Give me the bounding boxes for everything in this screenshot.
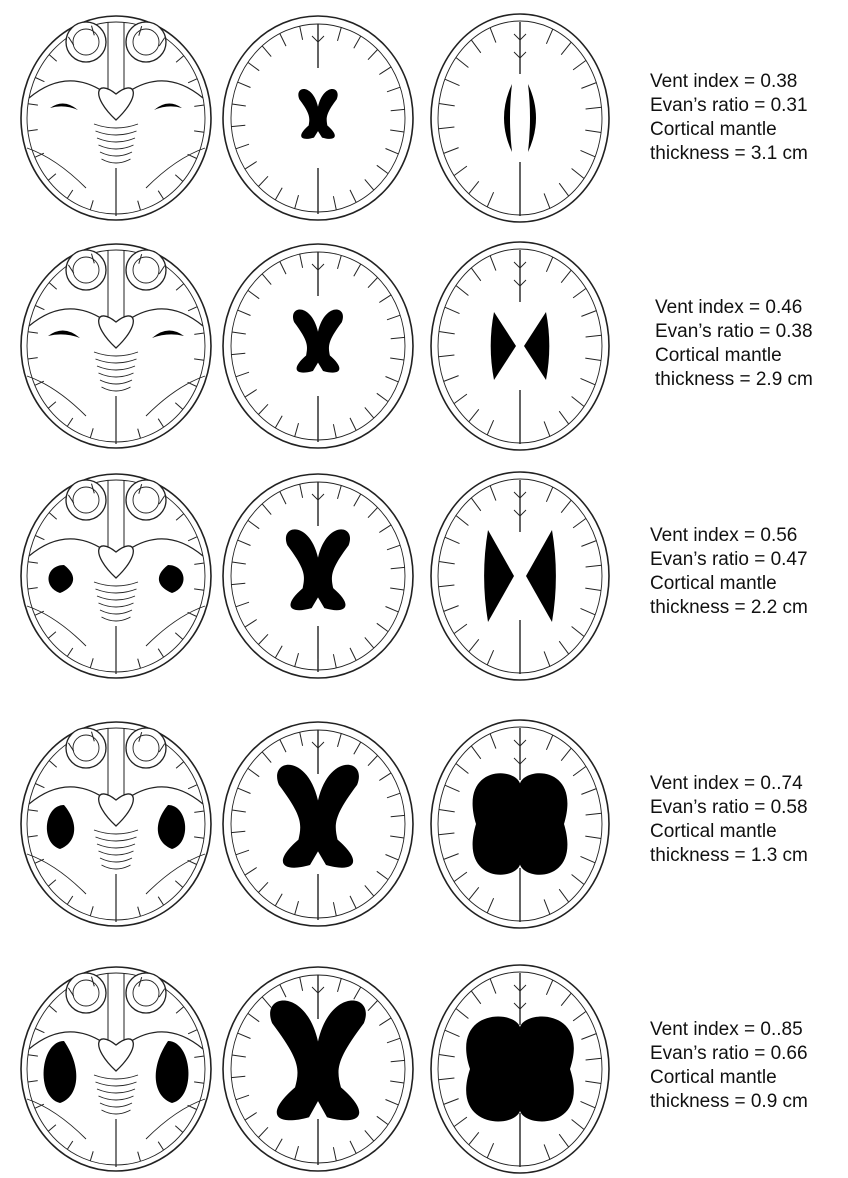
right-orbit (126, 480, 166, 520)
vent-index-label: Vent index = 0..74 (650, 772, 808, 796)
vent-index-label: Vent index = 0.46 (655, 296, 813, 320)
evans-ratio-label: Evan’s ratio = 0.38 (655, 320, 813, 344)
vent-index-label: Vent index = 0..85 (650, 1018, 808, 1042)
row-4 (21, 720, 609, 928)
evans-ratio-label: Evan’s ratio = 0.47 (650, 548, 808, 572)
thickness-label: thickness = 2.9 cm (655, 368, 813, 392)
brain-slice-lateral-ventricle-level (431, 14, 609, 222)
row-2 (21, 242, 609, 450)
brain-slice-lateral-ventricle-level (431, 242, 609, 450)
brain-slice-lateral-ventricle-level (431, 720, 609, 928)
metrics-row-2: Vent index = 0.46 Evan’s ratio = 0.38 Co… (655, 296, 813, 392)
metrics-row-1: Vent index = 0.38 Evan’s ratio = 0.31 Co… (650, 70, 808, 166)
brain-slice-third-ventricle-level (223, 722, 413, 926)
cortical-mantle-label: Cortical mantle (650, 1066, 808, 1090)
brain-slice-third-ventricle-level (223, 474, 413, 678)
brain-slice-temporal-level (21, 967, 211, 1171)
evans-ratio-label: Evan’s ratio = 0.58 (650, 796, 808, 820)
row-3 (21, 472, 609, 680)
metrics-row-4: Vent index = 0..74 Evan’s ratio = 0.58 C… (650, 772, 808, 868)
brain-slice-third-ventricle-level (223, 244, 413, 448)
thickness-label: thickness = 2.2 cm (650, 596, 808, 620)
brain-slice-temporal-level (21, 474, 211, 678)
brain-slice-lateral-ventricle-level (431, 472, 609, 680)
ventricle-body-merged (473, 773, 568, 874)
brain-slice-temporal-level (21, 16, 211, 220)
brain-slice-lateral-ventricle-level (431, 965, 609, 1173)
vent-index-label: Vent index = 0.38 (650, 70, 808, 94)
right-orbit (126, 250, 166, 290)
cortical-mantle-label: Cortical mantle (655, 344, 813, 368)
row-1 (21, 14, 609, 222)
thickness-label: thickness = 0.9 cm (650, 1090, 808, 1114)
cortical-mantle-label: Cortical mantle (650, 118, 808, 142)
right-orbit (126, 973, 166, 1013)
brain-slice-third-ventricle-level (223, 967, 413, 1171)
evans-ratio-label: Evan’s ratio = 0.31 (650, 94, 808, 118)
brain-slice-temporal-level (21, 722, 211, 926)
row-5 (21, 965, 609, 1173)
cortical-mantle-label: Cortical mantle (650, 820, 808, 844)
metrics-row-3: Vent index = 0.56 Evan’s ratio = 0.47 Co… (650, 524, 808, 620)
cortical-mantle-label: Cortical mantle (650, 572, 808, 596)
metrics-row-5: Vent index = 0..85 Evan’s ratio = 0.66 C… (650, 1018, 808, 1114)
right-orbit (126, 728, 166, 768)
ventricle-body-merged (466, 1017, 574, 1122)
vent-index-label: Vent index = 0.56 (650, 524, 808, 548)
brain-slice-temporal-level (21, 244, 211, 448)
evans-ratio-label: Evan’s ratio = 0.66 (650, 1042, 808, 1066)
right-orbit (126, 22, 166, 62)
brain-slice-third-ventricle-level (223, 16, 413, 220)
thickness-label: thickness = 3.1 cm (650, 142, 808, 166)
thickness-label: thickness = 1.3 cm (650, 844, 808, 868)
